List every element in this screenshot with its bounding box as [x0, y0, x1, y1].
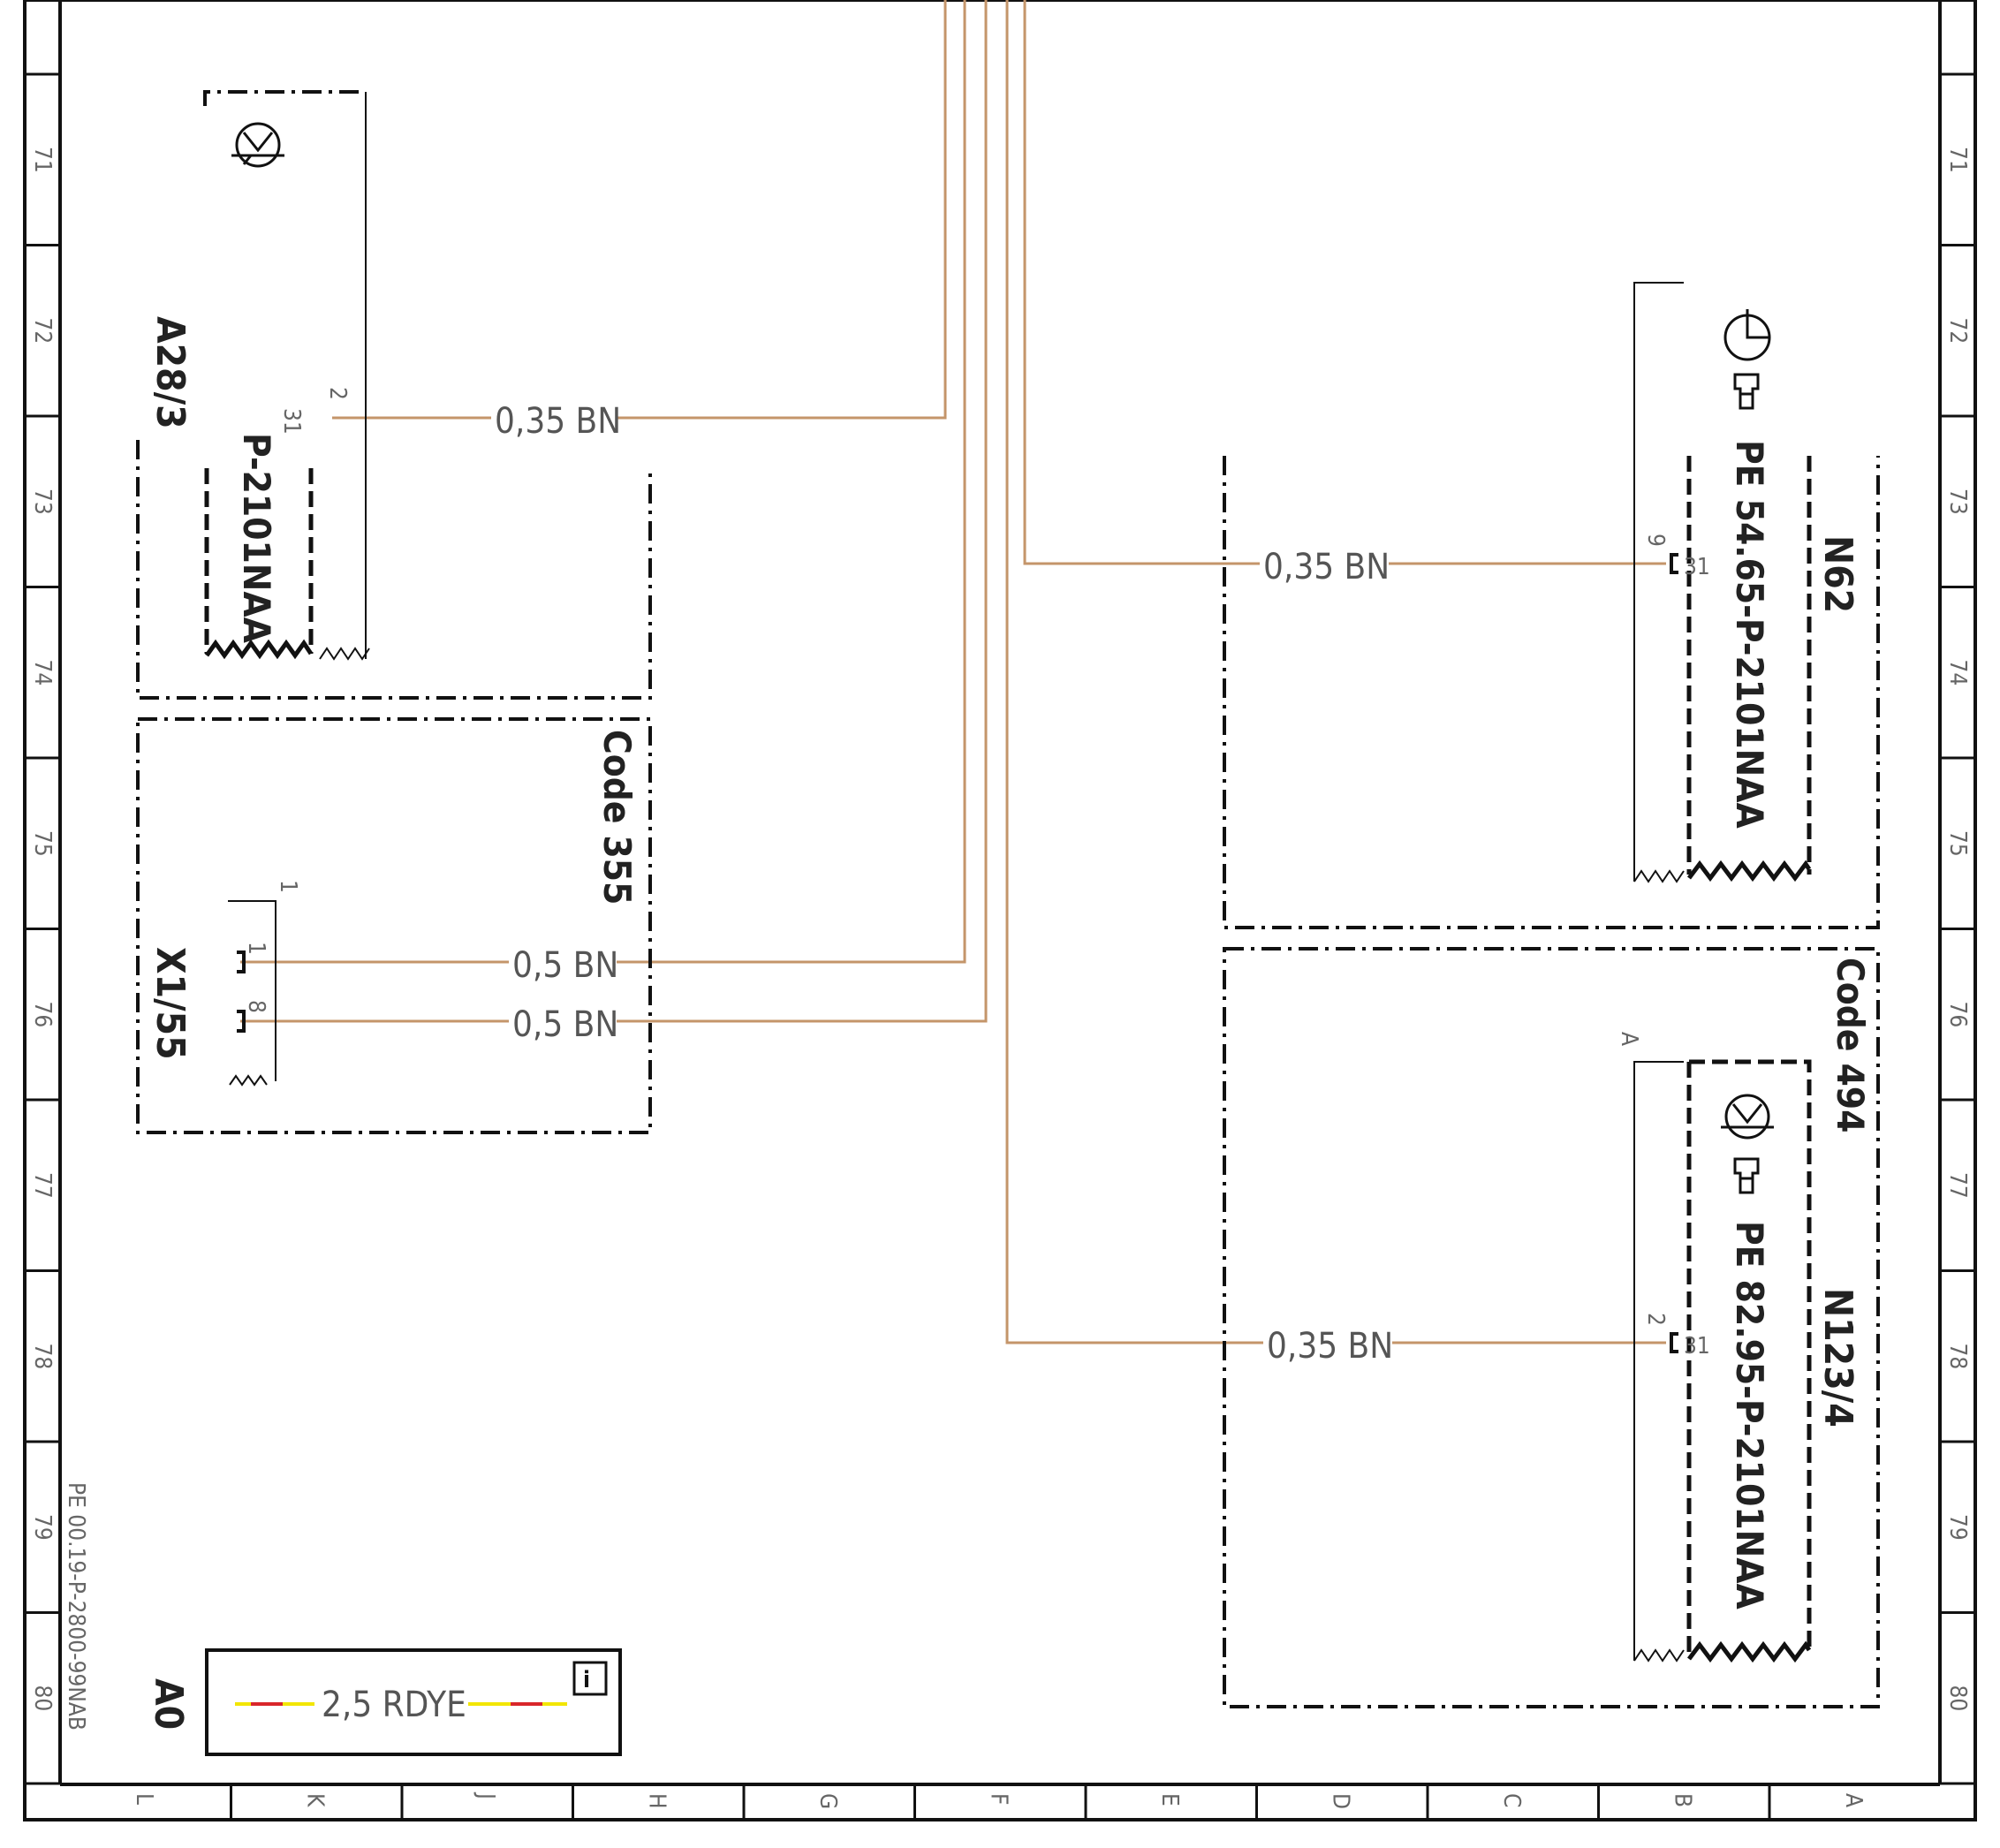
column-label: G — [814, 1793, 841, 1809]
pointing-hand-icon-n123 — [1733, 1157, 1760, 1194]
column-label: L — [131, 1793, 157, 1805]
row-label: 80 — [1944, 1685, 1971, 1712]
pin-label-n1234-31: 31 — [1684, 1333, 1710, 1359]
wire-label-a28: 0,35 BN — [495, 401, 621, 442]
row-label: 80 — [29, 1685, 56, 1712]
pin-label-n1234-a: A — [1616, 1032, 1642, 1046]
row-label: 77 — [29, 1172, 56, 1199]
wire-n1234-path — [1005, 0, 1666, 1344]
sheet-frame — [23, 0, 1977, 1821]
svg-text:i: i — [583, 1667, 590, 1693]
wire-label-x1: 0,5 BN — [512, 945, 618, 986]
row-label: 79 — [1944, 1514, 1971, 1541]
row-labels-left: 71 72 73 74 75 76 77 78 79 80 — [29, 147, 56, 1711]
column-label: E — [1156, 1793, 1183, 1806]
component-a28-3: A28/3 P-2101NAA 31 2 — [136, 90, 652, 700]
pin-label-x155-8: 8 — [243, 1000, 269, 1013]
wire-x1-path — [240, 0, 966, 964]
column-label: K — [301, 1793, 328, 1807]
wire-label-x8: 0,5 BN — [512, 1004, 618, 1045]
pin-label-n1234-2: 2 — [1642, 1313, 1669, 1326]
pin-label-a28-2: 2 — [324, 387, 351, 400]
wire-n62-path — [1023, 0, 1666, 565]
code-label-355: Code 355 — [595, 730, 639, 905]
pin-label-n62-9: 9 — [1642, 534, 1669, 547]
component-ref-a28: P-2101NAA — [235, 433, 278, 644]
row-labels-right: 71 72 73 74 75 76 77 78 79 80 — [1944, 147, 1971, 1711]
row-label: 72 — [1944, 318, 1971, 345]
row-label: 77 — [1944, 1172, 1971, 1199]
row-label: 78 — [1944, 1344, 1971, 1370]
row-label: 76 — [29, 1002, 56, 1028]
row-label: 74 — [29, 660, 56, 686]
pointing-hand-icon — [1733, 373, 1760, 410]
column-label: F — [985, 1793, 1011, 1805]
component-ref-n1234: PE 82.95-P-2101NAA — [1728, 1221, 1771, 1610]
row-label: 78 — [29, 1344, 56, 1370]
wire-x8-path — [240, 0, 988, 1023]
column-label: C — [1498, 1793, 1525, 1807]
info-icon — [572, 1661, 608, 1696]
wire-color-legend: 2,5 RDYE i A0 — [146, 1648, 622, 1756]
connector-id-x155: X1/55 — [148, 947, 193, 1060]
transistor-icon — [235, 122, 281, 168]
pin-label-a28-31: 31 — [278, 408, 305, 435]
wires — [240, 0, 1666, 1344]
row-label: 75 — [1944, 830, 1971, 857]
row-label: 76 — [1944, 1002, 1971, 1028]
component-id-n1234: N123/4 — [1815, 1288, 1860, 1428]
component-x1-55: X1/55 Code 355 1 1 8 — [136, 717, 652, 1134]
wire-labels: 0,35 BN 0,5 BN 0,5 BN 0,35 BN 0,35 BN — [491, 396, 1393, 1367]
row-label: 71 — [29, 147, 56, 173]
row-label: 71 — [1944, 147, 1971, 173]
legend-wire-label: 2,5 RDYE — [322, 1685, 466, 1725]
pin-label-x155-1-top: 1 — [275, 880, 301, 893]
component-id-a28: A28/3 — [148, 316, 193, 429]
legend-label: A0 — [146, 1678, 191, 1730]
code-label-494: Code 494 — [1829, 958, 1872, 1132]
column-label: D — [1327, 1793, 1353, 1809]
row-label: 79 — [29, 1514, 56, 1541]
transistor-icon-n123 — [1724, 1094, 1770, 1140]
doc-reference: PE 00.19-P-2800-99NAB — [63, 1482, 89, 1731]
wire-a28-path — [332, 0, 947, 420]
row-label: 74 — [1944, 660, 1971, 686]
wire-label-n1234: 0,35 BN — [1267, 1326, 1393, 1367]
component-n123-4: Code 494 N123/4 PE 82.95-P-2101NAA A 2 3… — [1223, 947, 1880, 1708]
column-label: J — [473, 1791, 499, 1799]
row-label: 73 — [29, 489, 56, 515]
row-label: 72 — [29, 318, 56, 345]
pin-label-n62-31: 31 — [1684, 554, 1710, 580]
column-label: A — [1840, 1793, 1867, 1807]
pin-label-x155-1: 1 — [243, 942, 269, 955]
component-id-n62: N62 — [1815, 535, 1860, 613]
column-label: H — [643, 1793, 670, 1809]
component-ref-n62: PE 54.65-P-2101NAA — [1728, 440, 1771, 829]
wire-label-n62: 0,35 BN — [1263, 547, 1390, 587]
component-n62: N62 PE 54.65-P-2101NAA 9 31 — [1223, 282, 1880, 929]
column-label: B — [1669, 1793, 1695, 1807]
row-label: 73 — [1944, 489, 1971, 515]
row-label: 75 — [29, 830, 56, 857]
